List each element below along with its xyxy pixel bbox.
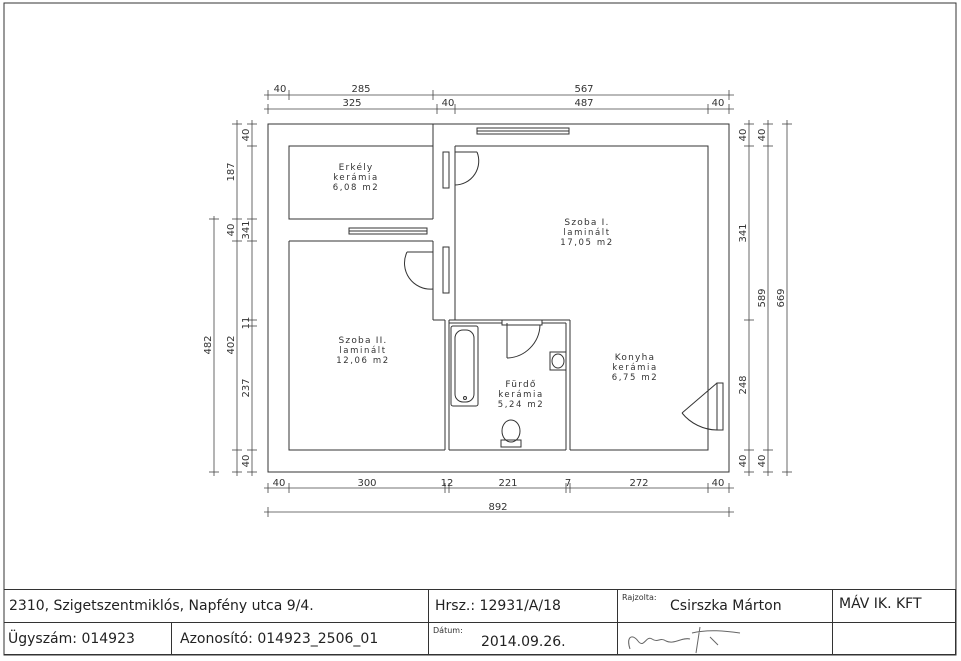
dim-label: 187	[226, 162, 237, 181]
dim-label: 567	[574, 84, 593, 95]
dim-label: 589	[757, 288, 768, 307]
room-erkely-area: 6,08 m2	[333, 183, 380, 193]
windows	[348, 127, 570, 326]
dim-label: 402	[226, 335, 237, 354]
room-szoba1-floor: laminált	[563, 228, 610, 238]
sink-icon	[549, 351, 567, 371]
dim-label: 40	[757, 129, 768, 142]
dim-label: 248	[738, 375, 749, 394]
dim-label: 300	[357, 478, 376, 489]
hrsz: Hrsz.: 12931/A/18	[435, 598, 561, 614]
dim-label: 40	[712, 98, 725, 109]
room-szoba2-name: Szoba II.	[338, 336, 387, 346]
dim-label: 669	[776, 288, 787, 307]
dim-label: 40	[738, 455, 749, 468]
dim-label: 325	[342, 98, 361, 109]
drawn-by-cell: Rajzolta: Csirszka Márton	[618, 590, 833, 623]
room-szoba1-area: 17,05 m2	[560, 238, 614, 248]
dim-label: 40	[712, 478, 725, 489]
date-cell: Dátum: 2014.09.26.	[429, 623, 618, 655]
signature-cell	[618, 623, 833, 655]
dim-label: 40	[273, 478, 286, 489]
dim-label: 11	[241, 317, 252, 330]
dim-label: 487	[574, 98, 593, 109]
dim-label: 237	[241, 378, 252, 397]
room-labels: Erkély kerámia 6,08 m2 Szoba I. laminált…	[333, 162, 659, 410]
dimension-lines	[209, 90, 792, 517]
empty-cell	[833, 623, 955, 655]
identifier: Azonosító: 014923_2506_01	[180, 631, 379, 647]
dim-label: 7	[565, 478, 571, 489]
room-konyha-floor: kerámia	[612, 363, 658, 373]
room-furdo-floor: kerámia	[498, 390, 544, 400]
doors	[404, 151, 724, 431]
dim-label: 40	[241, 129, 252, 142]
room-furdo-area: 5,24 m2	[498, 400, 545, 410]
sheet-border	[3, 2, 957, 656]
dim-label: 40	[738, 129, 749, 142]
company-cell: MÁV IK. KFT	[833, 590, 955, 623]
room-erkely-name: Erkély	[339, 162, 374, 173]
dim-label: 892	[488, 502, 507, 513]
room-konyha-area: 6,75 m2	[612, 373, 659, 383]
dim-label: 40	[757, 455, 768, 468]
bathroom-fixtures	[450, 325, 567, 448]
case-no-cell: Ügyszám: 014923	[4, 623, 172, 655]
title-block: 2310, Szigetszentmiklós, Napfény utca 9/…	[4, 589, 956, 655]
dim-label: 12	[441, 478, 454, 489]
dim-label: 40	[274, 84, 287, 95]
room-szoba2-floor: laminált	[339, 346, 386, 356]
dim-label: 482	[203, 335, 214, 354]
room-szoba2-area: 12,06 m2	[336, 356, 390, 366]
address-cell: 2310, Szigetszentmiklós, Napfény utca 9/…	[4, 590, 429, 623]
address: 2310, Szigetszentmiklós, Napfény utca 9/…	[9, 598, 314, 614]
dim-label: 341	[738, 223, 749, 242]
date: 2014.09.26.	[481, 634, 566, 650]
dim-label: 40	[226, 224, 237, 237]
toilet-icon	[500, 439, 522, 448]
date-label: Dátum:	[433, 626, 463, 635]
dim-label: 221	[498, 478, 517, 489]
dim-label: 285	[351, 84, 370, 95]
dim-label: 40	[442, 98, 455, 109]
room-konyha-name: Konyha	[615, 353, 655, 363]
signature-image	[628, 626, 741, 654]
drawn-by: Csirszka Márton	[670, 598, 782, 614]
hrsz-cell: Hrsz.: 12931/A/18	[429, 590, 618, 623]
room-furdo-name: Fürdő	[505, 380, 536, 390]
dim-label: 40	[241, 455, 252, 468]
dim-label: 341	[241, 220, 252, 239]
room-szoba1-name: Szoba I.	[564, 218, 609, 228]
room-erkely-floor: kerámia	[333, 173, 379, 183]
identifier-cell: Azonosító: 014923_2506_01	[172, 623, 429, 655]
bathtub-icon	[450, 325, 479, 407]
company: MÁV IK. KFT	[839, 596, 922, 612]
dim-label: 272	[629, 478, 648, 489]
case-no: Ügyszám: 014923	[8, 631, 135, 647]
drawn-by-label: Rajzolta:	[622, 593, 657, 602]
dimension-labels: 40 285 567 325 40 487 40 40 300 12 221 7…	[203, 84, 787, 513]
